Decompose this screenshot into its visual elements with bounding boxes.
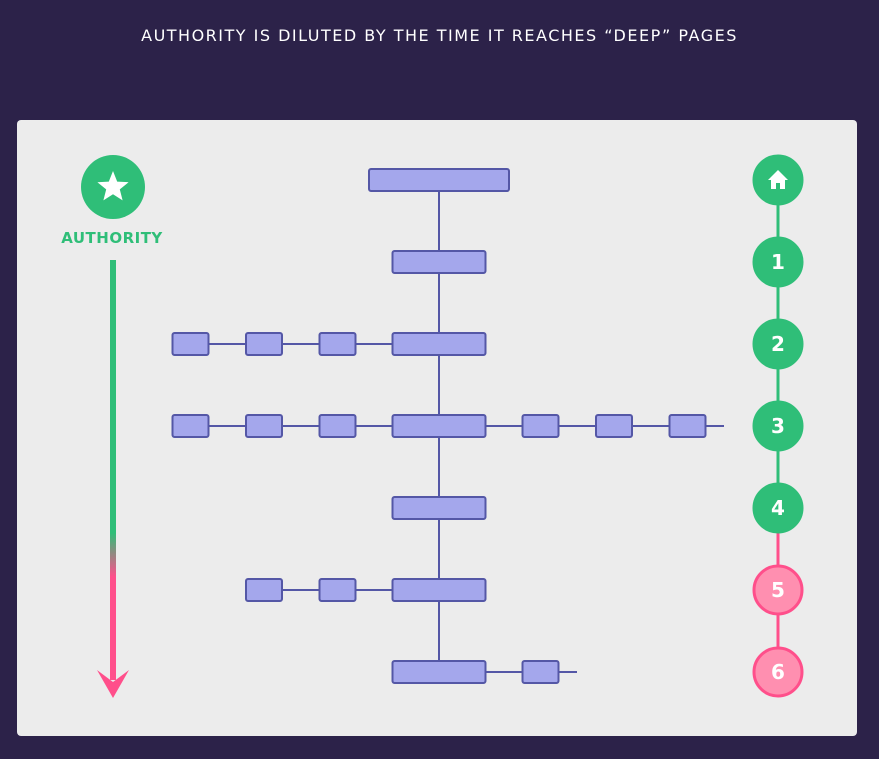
page-node	[318, 578, 357, 602]
level-number: 4	[771, 496, 785, 520]
page-title: AUTHORITY IS DILUTED BY THE TIME IT REAC…	[141, 26, 738, 45]
star-icon	[97, 171, 129, 201]
page-node	[668, 414, 707, 438]
page-node	[521, 414, 560, 438]
page-node	[521, 660, 560, 684]
home-icon	[768, 170, 788, 189]
page-node	[245, 578, 283, 602]
level-circle	[752, 646, 804, 698]
level-circle	[752, 400, 804, 452]
home-page-node	[368, 168, 510, 192]
depth-levels: 1 2 3 4 5 6	[752, 154, 804, 698]
page-node	[318, 332, 357, 356]
page-node	[391, 250, 487, 274]
page-node	[391, 496, 487, 520]
page-node	[318, 414, 357, 438]
level-number: 1	[771, 250, 785, 274]
level-circle	[752, 482, 804, 534]
level-number: 6	[771, 660, 785, 684]
level-circle	[752, 318, 804, 370]
page-node	[391, 332, 487, 356]
level-circle	[752, 564, 804, 616]
page-node	[391, 414, 487, 438]
page-node	[171, 414, 210, 438]
site-tree	[171, 168, 724, 684]
page-node	[245, 414, 283, 438]
level-circle	[752, 236, 804, 288]
page-node	[171, 332, 210, 356]
page-node	[245, 332, 283, 356]
authority-arrow-shaft	[110, 260, 116, 680]
page-node	[391, 578, 487, 602]
authority-arrow-head	[97, 670, 129, 698]
level-number: 5	[771, 578, 785, 602]
level-number: 3	[771, 414, 785, 438]
level-number: 2	[771, 332, 785, 356]
page-node	[595, 414, 633, 438]
authority-label: AUTHORITY	[61, 229, 163, 247]
page-node	[391, 660, 487, 684]
